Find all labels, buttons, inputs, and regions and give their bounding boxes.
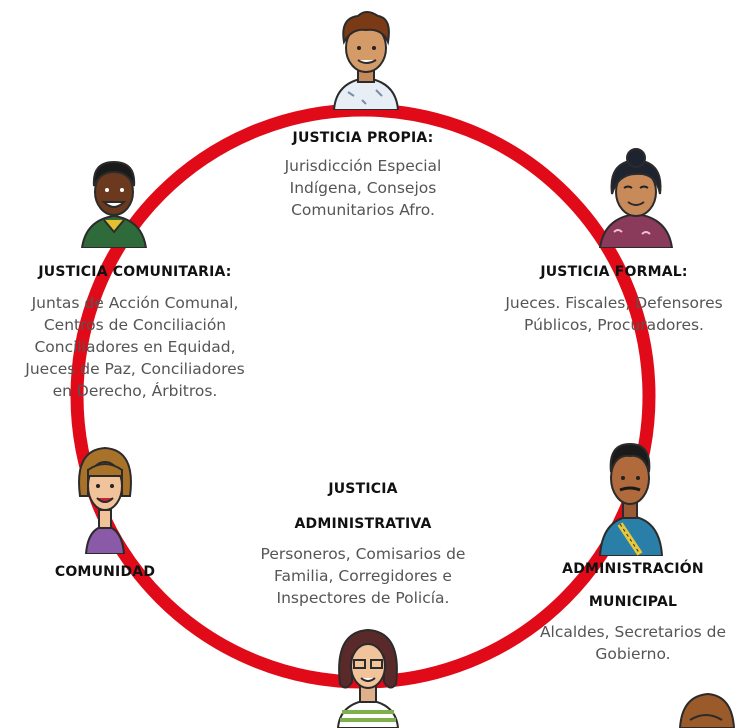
justicia-administrativa-description: Personeros, Comisarios de Familia, Corre…: [228, 543, 498, 609]
justicia-formal-title: JUSTICIA FORMAL:: [540, 264, 688, 280]
afro-man-illustration: [80, 160, 148, 248]
woman-bangs-illustration: [78, 446, 132, 554]
justicia-propia-description: Jurisdicción Especial Indígena, Consejos…: [238, 155, 488, 221]
justicia-formal-description: Jueces. Fiscales, Defensores Públicos, P…: [492, 292, 736, 336]
justicia-comunitaria-line-4: Jueces de Paz, Conciliadores: [25, 360, 245, 378]
administracion-municipal-description: Alcaldes, Secretarios de Gobierno.: [530, 621, 736, 665]
node-justicia-propia: JUSTICIA PROPIA: Jurisdicción Especial I…: [238, 128, 488, 221]
justicia-comunitaria-line-2: Centros de Conciliación: [43, 316, 227, 334]
justicia-formal-line-1: Jueces. Fiscales, Defensores: [505, 294, 723, 312]
justicia-comunitaria-line-3: Conciliadores en Equidad,: [34, 338, 236, 356]
node-administracion-municipal: ADMINISTRACIÓN MUNICIPAL Alcaldes, Secre…: [530, 554, 736, 665]
woman-glasses-illustration: [336, 628, 400, 728]
justicia-comunitaria-title: JUSTICIA COMUNITARIA:: [38, 264, 232, 280]
man-curly-hair-illustration: [332, 11, 400, 110]
justicia-propia-line-1: Jurisdicción Especial: [284, 157, 442, 175]
node-comunidad: COMUNIDAD: [30, 562, 180, 582]
justicia-comunitaria-line-1: Juntas de Acción Comunal,: [31, 294, 239, 312]
administracion-municipal-title-2: MUNICIPAL: [588, 594, 678, 610]
justicia-propia-line-2: Indígena, Consejos: [289, 179, 437, 197]
administracion-municipal-line-2: Gobierno.: [595, 645, 671, 663]
justicia-formal-line-2: Públicos, Procuradores.: [524, 316, 704, 334]
indigenous-woman-illustration: [598, 148, 674, 248]
justicia-administrativa-line-3: Inspectores de Policía.: [276, 589, 450, 607]
justicia-comunitaria-description: Juntas de Acción Comunal, Centros de Con…: [0, 292, 270, 402]
partial-character-illustration: [678, 692, 736, 728]
justicia-administrativa-line-1: Personeros, Comisarios de: [260, 545, 466, 563]
administracion-municipal-line-1: Alcaldes, Secretarios de: [539, 623, 727, 641]
node-justicia-formal: JUSTICIA FORMAL: Jueces. Fiscales, Defen…: [492, 262, 736, 336]
justicia-propia-line-3: Comunitarios Afro.: [291, 201, 435, 219]
node-justicia-administrativa: JUSTICIA ADMINISTRATIVA Personeros, Comi…: [228, 474, 498, 609]
justicia-administrativa-title-1: JUSTICIA: [328, 481, 398, 497]
comunidad-title: COMUNIDAD: [54, 564, 156, 580]
man-mustache-illustration: [598, 442, 664, 556]
justicia-administrativa-title-2: ADMINISTRATIVA: [294, 516, 432, 532]
justicia-administrativa-line-2: Familia, Corregidores e: [274, 567, 452, 585]
node-justicia-comunitaria: JUSTICIA COMUNITARIA: Juntas de Acción C…: [0, 262, 270, 402]
justicia-comunitaria-line-5: en Derecho, Árbitros.: [52, 382, 218, 400]
justicia-propia-title: JUSTICIA PROPIA:: [292, 130, 434, 146]
administracion-municipal-title-1: ADMINISTRACIÓN: [562, 561, 704, 577]
